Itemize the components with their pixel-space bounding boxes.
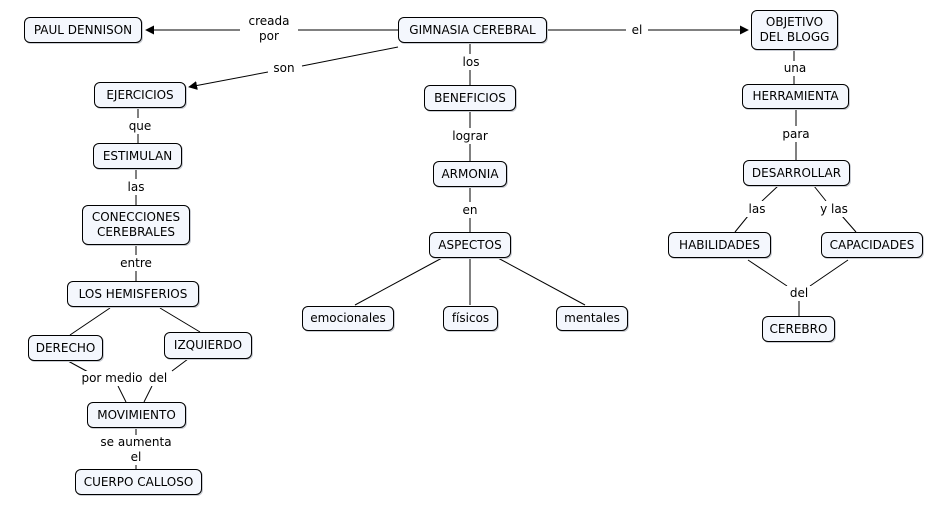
- node-ejercicios[interactable]: EJERCICIOS: [94, 82, 186, 108]
- node-habilidades[interactable]: HABILIDADES: [668, 232, 771, 258]
- link-que: que: [124, 118, 156, 134]
- link-del-cerebro: del: [785, 286, 813, 301]
- link-una: una: [778, 61, 812, 76]
- node-conecciones-cerebrales[interactable]: CONECCIONES CEREBRALES: [82, 205, 190, 245]
- node-desarrollar[interactable]: DESARROLLAR: [743, 160, 850, 186]
- node-cerebro[interactable]: CEREBRO: [762, 316, 835, 342]
- connector-las-habilidades: [734, 215, 749, 233]
- connector-desarrollar-ylas: [813, 185, 827, 202]
- connector-habilidades-del: [747, 259, 788, 287]
- node-paul-dennison[interactable]: PAUL DENNISON: [24, 17, 142, 43]
- connector-pormedio-movimiento: [117, 385, 127, 403]
- link-por-medio: por medio: [78, 371, 146, 386]
- link-lograr: lograr: [446, 128, 494, 144]
- link-en: en: [458, 202, 482, 218]
- link-se-aumenta-el: se aumenta el: [94, 435, 178, 465]
- node-cuerpo-calloso[interactable]: CUERPO CALLOSO: [75, 469, 202, 495]
- connector-izquierdo-del: [171, 358, 189, 372]
- node-mentales[interactable]: mentales: [556, 306, 628, 331]
- connector-capacidades-del: [809, 259, 849, 287]
- link-las-habilidades: las: [742, 201, 772, 217]
- connector-desarrollar-las: [761, 185, 779, 202]
- node-capacidades[interactable]: CAPACIDADES: [821, 232, 923, 258]
- link-el: el: [626, 22, 648, 38]
- node-objetivo-blogg[interactable]: OBJETIVO DEL BLOGG: [751, 10, 838, 50]
- link-entre: entre: [116, 255, 156, 271]
- connector-gimnasia-son: [301, 46, 399, 67]
- node-fisicos[interactable]: físicos: [443, 306, 498, 331]
- node-los-hemisferios[interactable]: LOS HEMISFERIOS: [67, 281, 199, 307]
- node-aspectos[interactable]: ASPECTOS: [429, 232, 511, 258]
- connector-hemisferios-derecho: [69, 307, 111, 336]
- connector-del-movimiento: [143, 385, 153, 403]
- connector-hemisferios-izquierdo: [159, 307, 201, 333]
- link-las: las: [122, 179, 150, 195]
- link-los: los: [456, 54, 486, 70]
- connector-aspectos-mentales: [497, 257, 586, 306]
- link-son: son: [268, 60, 300, 76]
- link-y-las: y las: [815, 201, 853, 217]
- connector-aspectos-emocionales: [354, 257, 443, 306]
- node-beneficios[interactable]: BENEFICIOS: [424, 85, 516, 111]
- node-movimiento[interactable]: MOVIMIENTO: [87, 402, 186, 428]
- node-armonia[interactable]: ARMONIA: [433, 161, 507, 187]
- link-para: para: [778, 126, 814, 142]
- node-derecho[interactable]: DERECHO: [28, 335, 103, 361]
- link-del-movimiento: del: [144, 371, 172, 386]
- node-izquierdo[interactable]: IZQUIERDO: [164, 332, 252, 359]
- node-estimulan[interactable]: ESTIMULAN: [93, 143, 182, 169]
- connector-ylas-capacidades: [841, 215, 857, 233]
- connector-son-ejercicios: [188, 71, 269, 90]
- link-creada-por: creada por: [240, 14, 298, 44]
- node-gimnasia-cerebral[interactable]: GIMNASIA CEREBRAL: [398, 17, 547, 43]
- node-herramienta[interactable]: HERRAMIENTA: [742, 84, 849, 109]
- node-emocionales[interactable]: emocionales: [302, 306, 394, 331]
